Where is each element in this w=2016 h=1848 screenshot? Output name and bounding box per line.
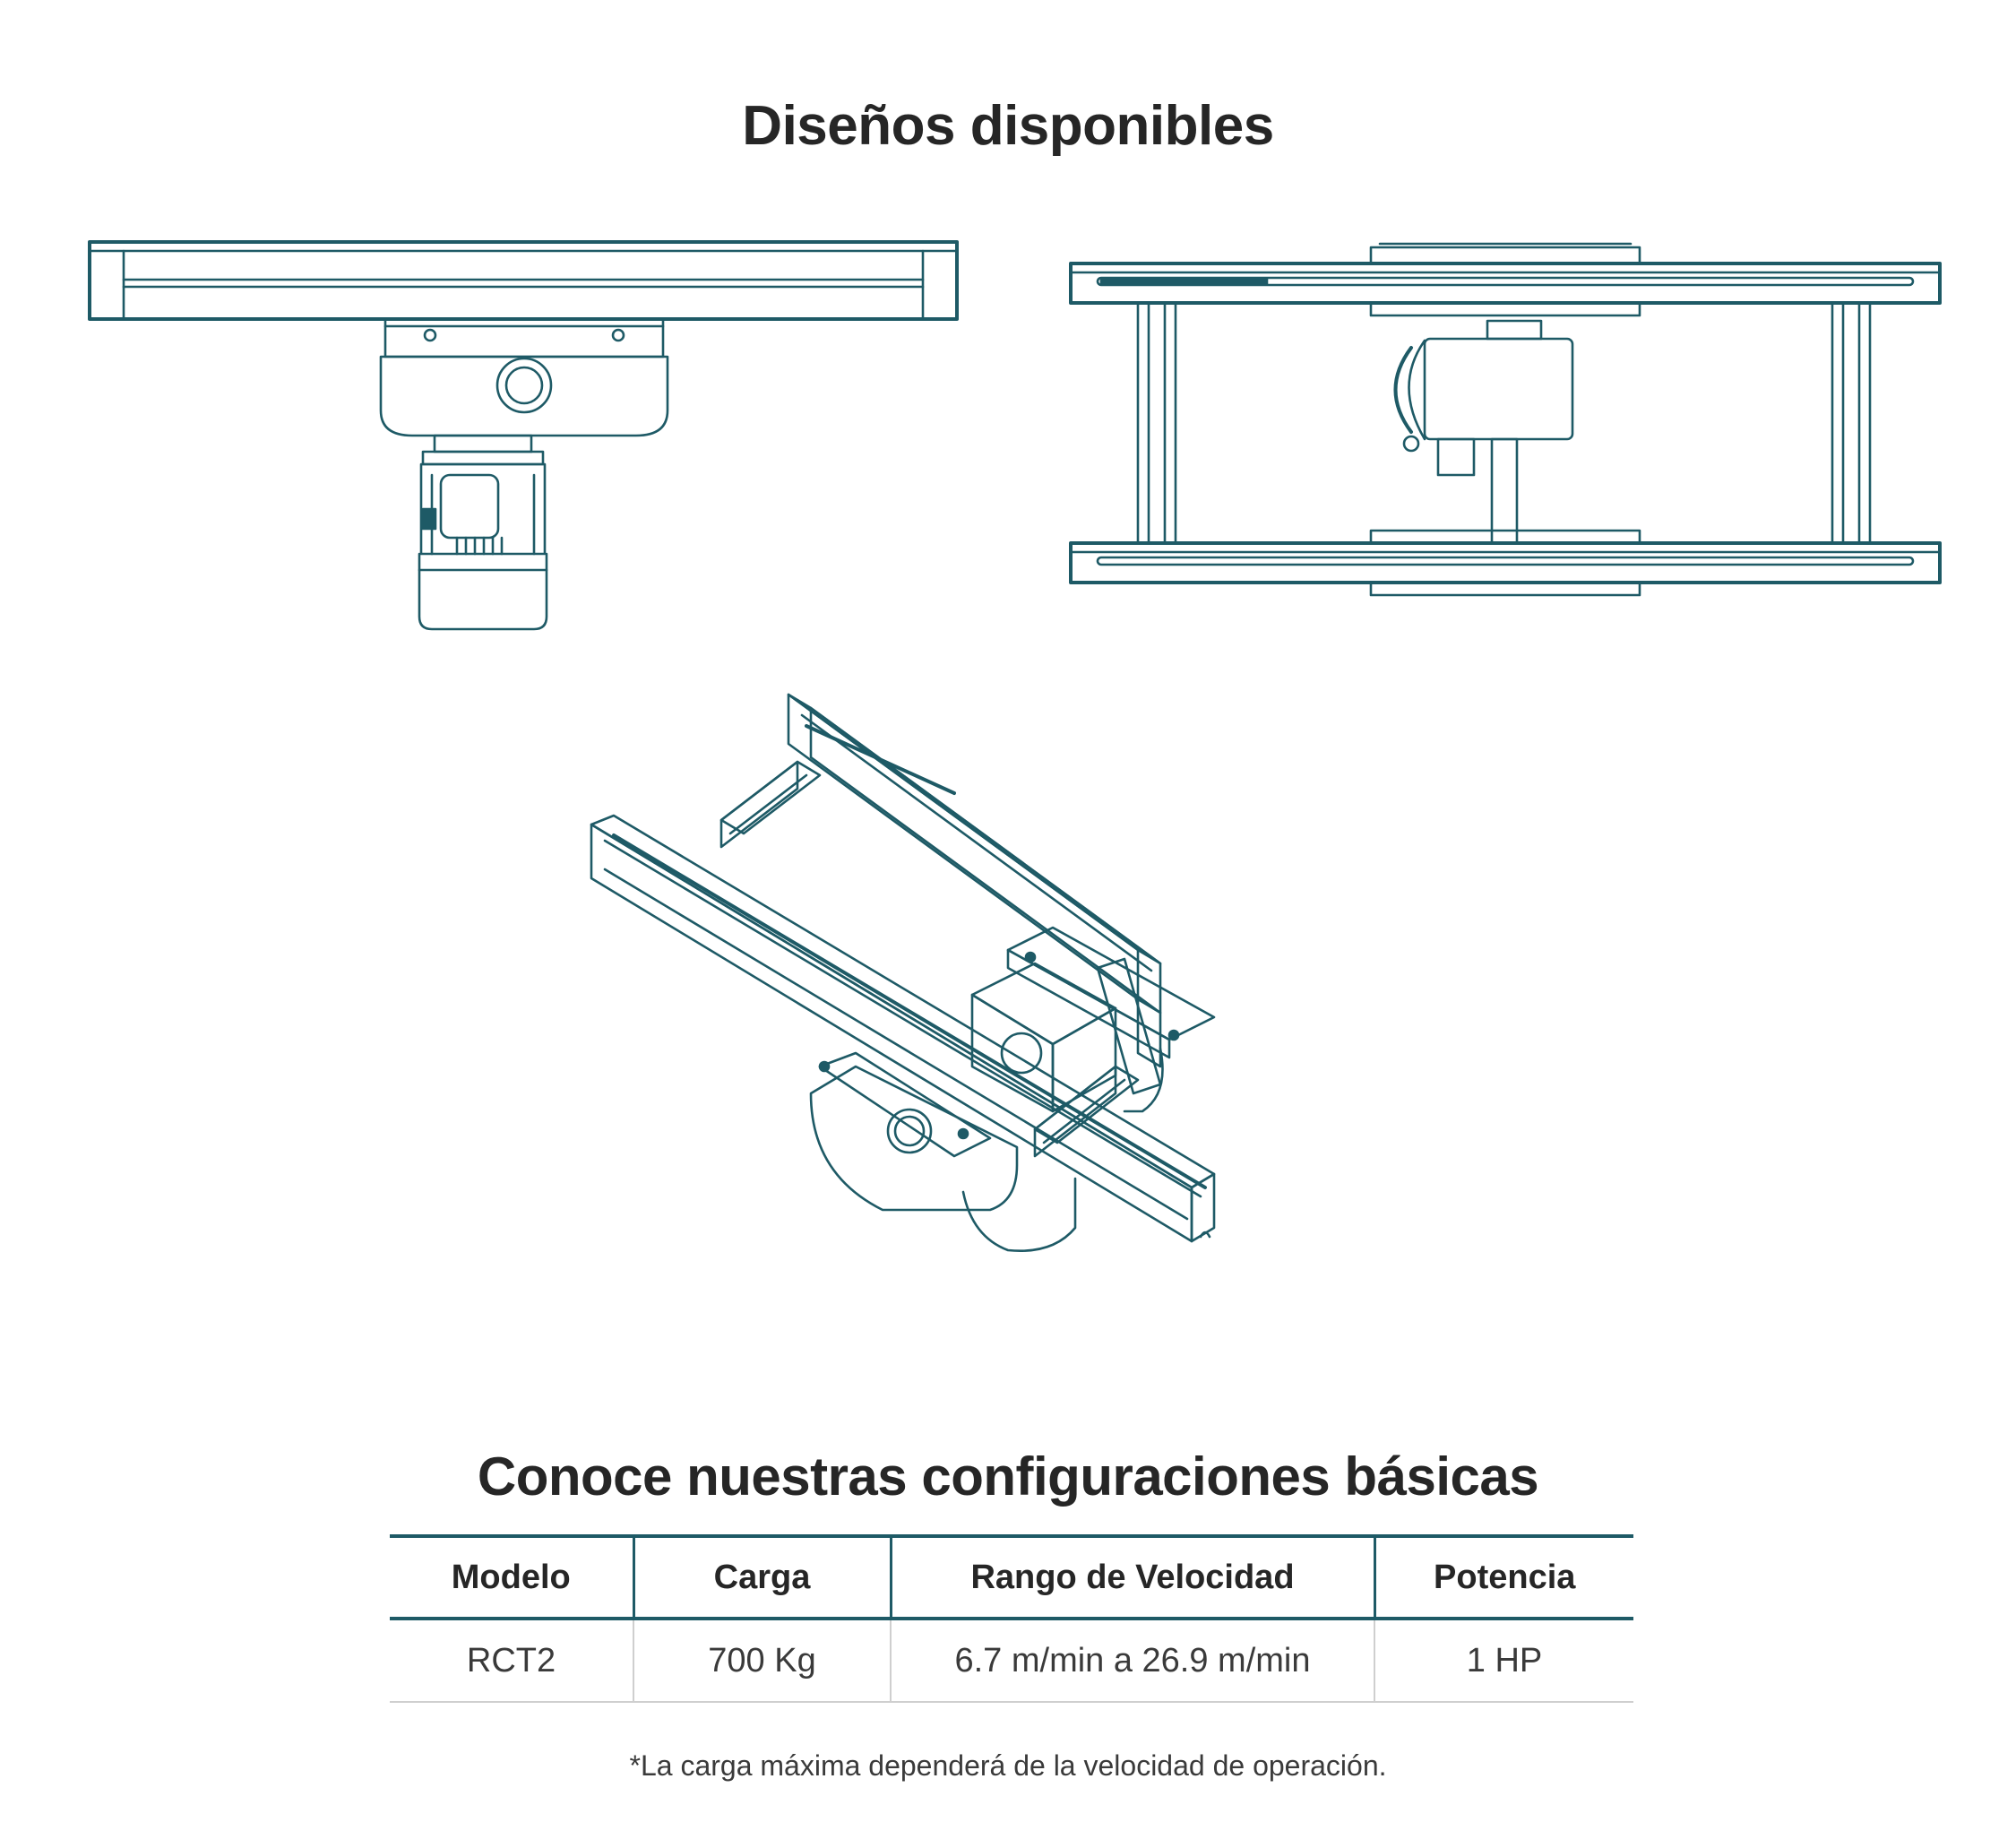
footnote: *La carga máxima dependerá de la velocid…	[629, 1749, 1387, 1782]
top-rail-upper	[1069, 242, 1942, 317]
front-motor	[418, 434, 548, 631]
cell-potencia: 1 HP	[1374, 1619, 1633, 1702]
iso-rail-front	[590, 814, 1216, 1243]
table-header-row: Modelo Carga Rango de Velocidad Potencia	[390, 1536, 1633, 1619]
isometric-view-drawing	[590, 693, 1216, 1252]
iso-drive	[809, 926, 1216, 1252]
designs-title: Diseños disponibles	[742, 95, 1274, 157]
cell-modelo: RCT2	[466, 1641, 556, 1680]
iso-crossbar-right	[1033, 1065, 1140, 1158]
front-rail	[88, 240, 959, 321]
header-potencia: Potencia	[1373, 1536, 1633, 1619]
table-row: RCT2 700 Kg 6.7 m/min a 26.9 m/min 1 HP	[390, 1619, 1633, 1702]
header-rango-velocidad: Rango de Velocidad	[889, 1536, 1374, 1619]
cell-rango-velocidad: 6.7 m/min a 26.9 m/min	[890, 1619, 1374, 1702]
front-view-drawing	[88, 240, 959, 631]
top-drive	[1393, 319, 1574, 545]
iso-crossbar-left	[719, 760, 822, 849]
header-carga: Carga	[632, 1536, 891, 1619]
top-rail-lower	[1069, 529, 1942, 597]
top-crossbars	[1136, 301, 1872, 545]
iso-rail-back	[787, 693, 1162, 1068]
top-view-drawing	[1069, 242, 1942, 597]
config-table: Modelo Carga Rango de Velocidad Potencia…	[390, 1534, 1633, 1703]
cell-carga: 700 Kg	[633, 1619, 891, 1702]
front-bracket	[383, 317, 665, 358]
config-title: Conoce nuestras configuraciones básicas	[477, 1446, 1539, 1507]
header-modelo: Modelo	[451, 1558, 571, 1596]
front-gearbox	[379, 355, 669, 437]
